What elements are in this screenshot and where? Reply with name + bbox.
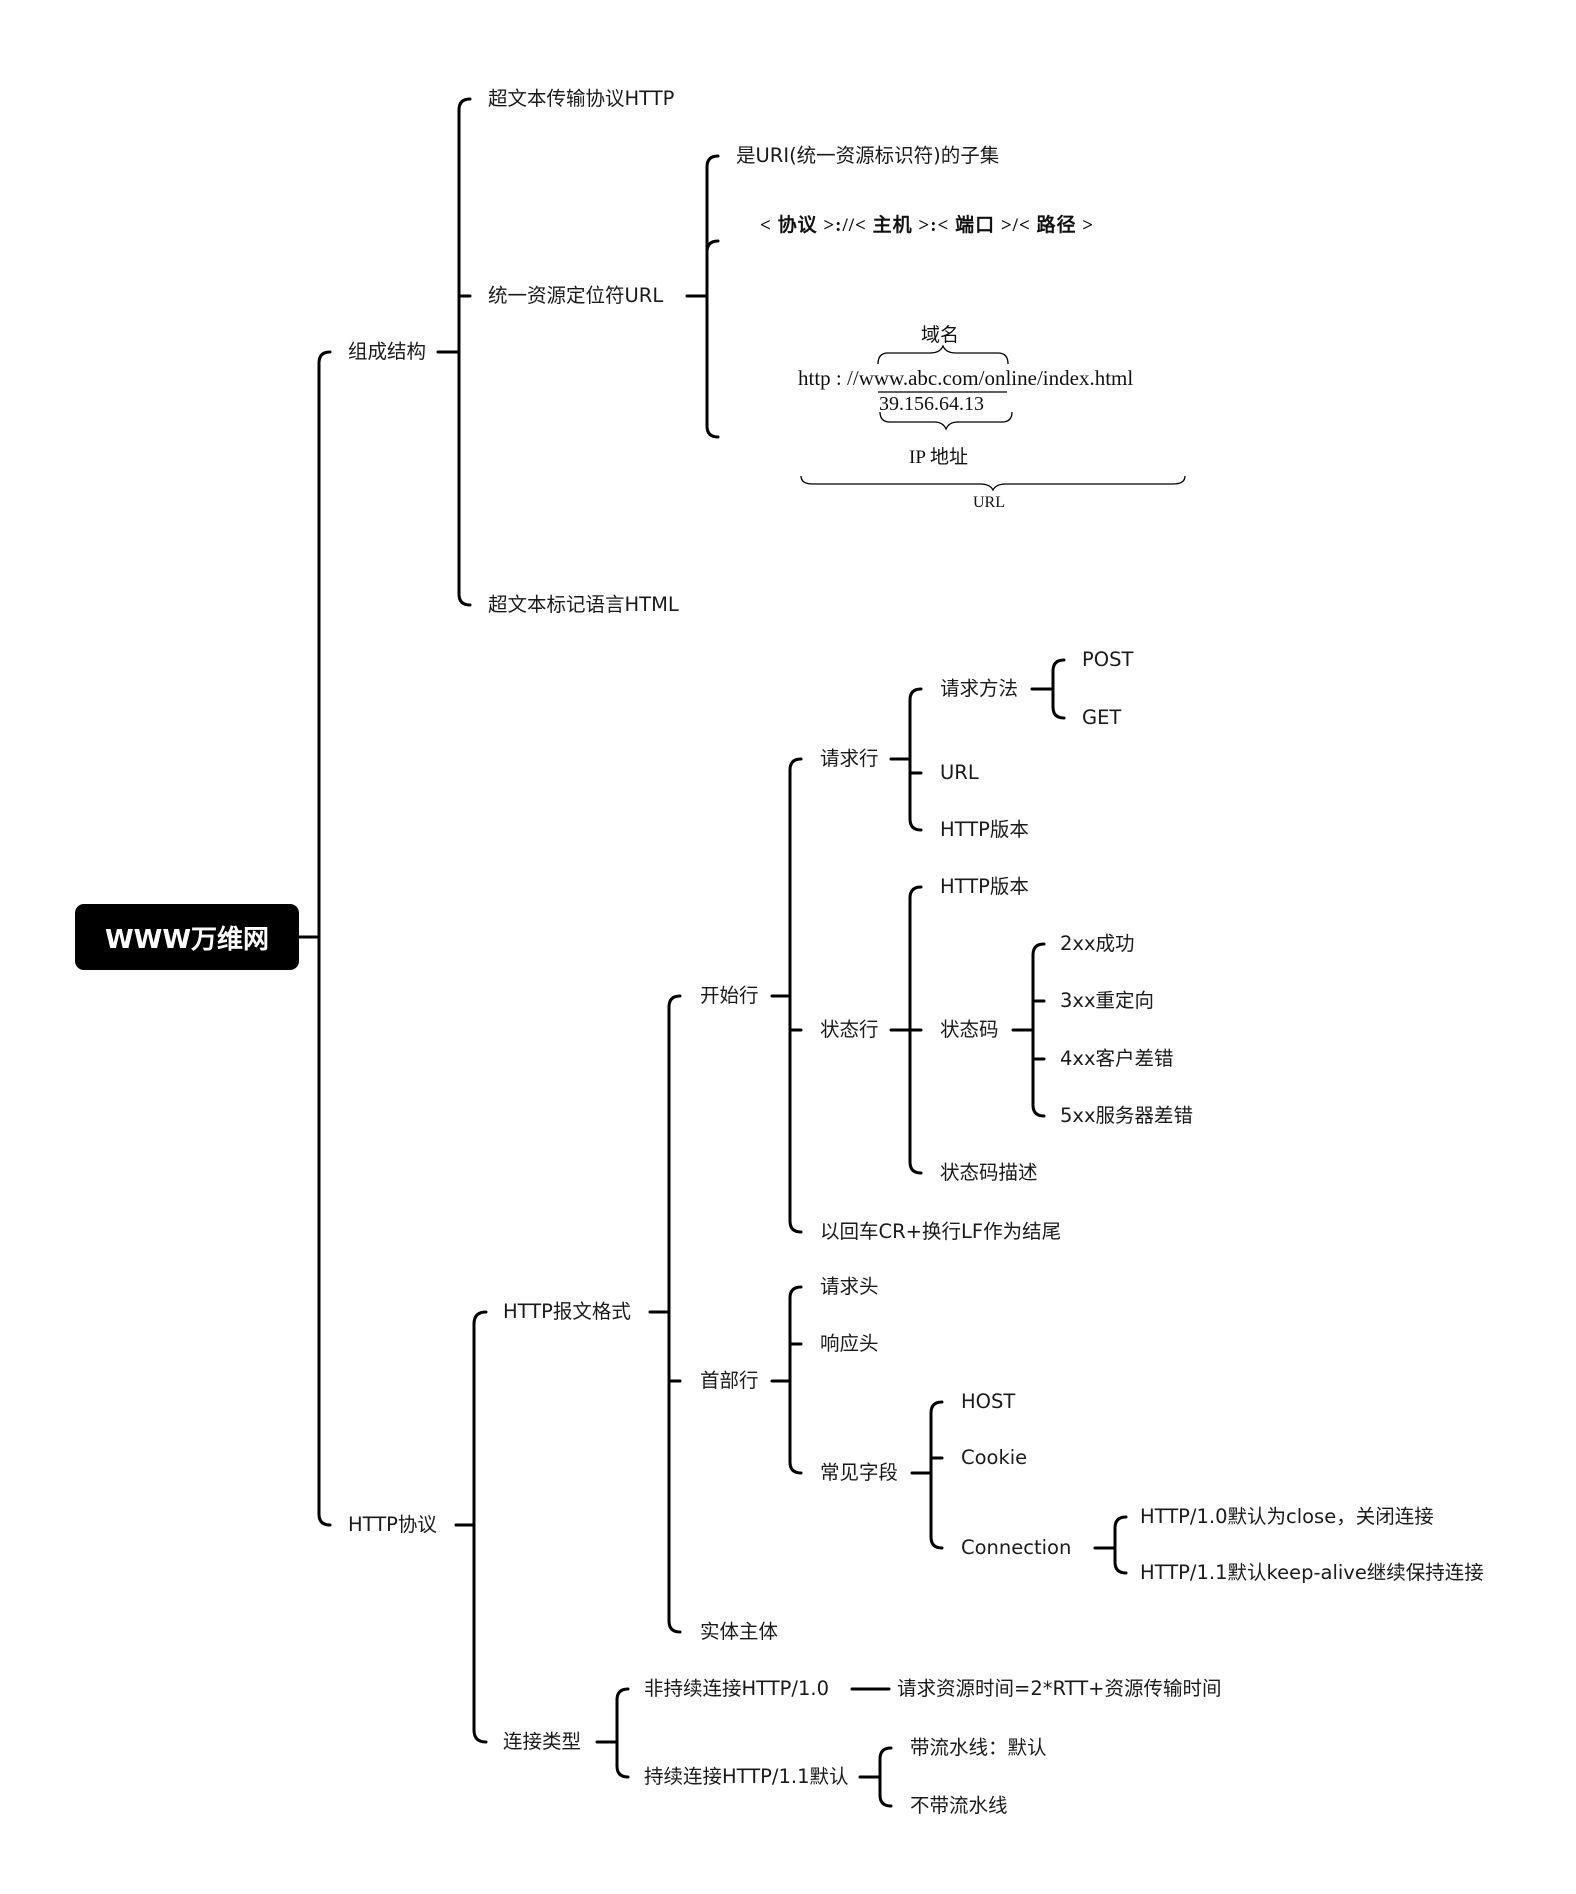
- node-2xx[interactable]: 2xx成功: [1060, 932, 1135, 955]
- url-braces: [800, 344, 1186, 492]
- url-example: http : //www.abc.com/online/index.html: [798, 366, 1133, 391]
- url-ip-label: IP 地址: [909, 447, 968, 468]
- node-response-header[interactable]: 响应头: [820, 1332, 879, 1355]
- url-format-text: < 协议 >://< 主机 >:< 端口 >/< 路径 >: [760, 215, 1095, 236]
- node-start-line[interactable]: 开始行: [700, 984, 759, 1007]
- node-post[interactable]: POST: [1082, 648, 1134, 671]
- node-4xx[interactable]: 4xx客户差错: [1060, 1047, 1174, 1070]
- node-connection-type[interactable]: 连接类型: [503, 1730, 582, 1753]
- url-prefix: http : //: [798, 366, 859, 390]
- node-html[interactable]: 超文本标记语言HTML: [488, 593, 679, 616]
- node-structure[interactable]: 组成结构: [348, 340, 427, 363]
- url-domain-label: 域名: [921, 325, 960, 346]
- node-5xx[interactable]: 5xx服务器差错: [1060, 1104, 1193, 1127]
- node-http[interactable]: HTTP协议: [348, 1513, 437, 1536]
- url-host: www.abc.com: [858, 366, 979, 390]
- node-entity-body[interactable]: 实体主体: [700, 1620, 779, 1643]
- node-non-pipelined[interactable]: 不带流水线: [910, 1794, 1008, 1817]
- node-common-fields[interactable]: 常见字段: [820, 1461, 899, 1484]
- node-nonpersistent-detail[interactable]: 请求资源时间=2*RTT+资源传输时间: [897, 1677, 1222, 1700]
- node-header-lines[interactable]: 首部行: [700, 1369, 759, 1392]
- root-node[interactable]: WWW万维网: [75, 904, 299, 970]
- node-request-line[interactable]: 请求行: [820, 747, 879, 770]
- url-path: /online/index.html: [978, 366, 1134, 390]
- url-ip: 39.156.64.13: [879, 393, 984, 415]
- url-url-label: URL: [973, 494, 1005, 511]
- node-cookie[interactable]: Cookie: [961, 1446, 1028, 1469]
- node-status-line[interactable]: 状态行: [820, 1018, 879, 1041]
- node-url[interactable]: 统一资源定位符URL: [488, 284, 664, 307]
- node-pipelined[interactable]: 带流水线：默认: [910, 1736, 1047, 1759]
- node-req-version[interactable]: HTTP版本: [940, 818, 1029, 841]
- node-status-version[interactable]: HTTP版本: [940, 875, 1029, 898]
- node-http-protocol[interactable]: 超文本传输协议HTTP: [488, 87, 675, 110]
- node-connection[interactable]: Connection: [961, 1536, 1072, 1559]
- node-req-url[interactable]: URL: [940, 761, 979, 784]
- node-http10-close[interactable]: HTTP/1.0默认为close，关闭连接: [1140, 1505, 1434, 1528]
- node-nonpersistent[interactable]: 非持续连接HTTP/1.0: [644, 1677, 829, 1700]
- node-message-format[interactable]: HTTP报文格式: [503, 1300, 631, 1323]
- node-host[interactable]: HOST: [961, 1390, 1016, 1413]
- node-crlf[interactable]: 以回车CR+换行LF作为结尾: [820, 1220, 1062, 1243]
- node-get[interactable]: GET: [1082, 706, 1122, 729]
- node-request-header[interactable]: 请求头: [820, 1275, 879, 1298]
- node-http11-keepalive[interactable]: HTTP/1.1默认keep-alive继续保持连接: [1140, 1561, 1484, 1584]
- node-request-method[interactable]: 请求方法: [940, 677, 1019, 700]
- node-persistent[interactable]: 持续连接HTTP/1.1默认: [644, 1765, 849, 1788]
- node-status-desc[interactable]: 状态码描述: [940, 1161, 1038, 1184]
- node-3xx[interactable]: 3xx重定向: [1060, 989, 1154, 1012]
- node-status-code[interactable]: 状态码: [940, 1018, 999, 1041]
- node-uri-subset[interactable]: 是URI(统一资源标识符)的子集: [736, 144, 1000, 167]
